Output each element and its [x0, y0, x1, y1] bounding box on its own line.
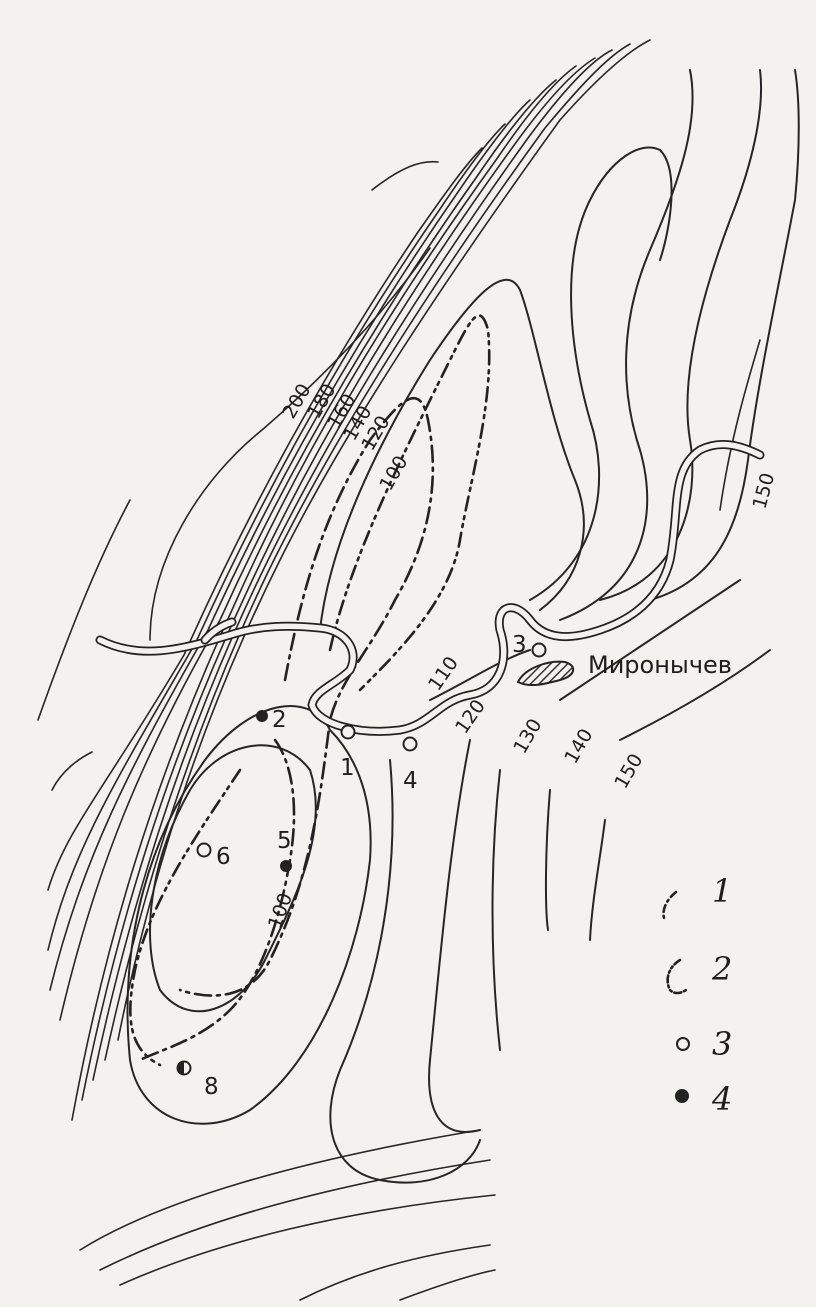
dash-dot-line-icon — [662, 890, 678, 920]
well-marker-open — [340, 724, 356, 740]
well-marker-open — [531, 642, 547, 658]
well-marker-filled — [280, 860, 292, 872]
contour-line — [559, 579, 741, 701]
contour-line — [71, 65, 577, 1121]
contour-line — [104, 43, 631, 1061]
well-label: 8 — [204, 1074, 219, 1100]
contour-line — [149, 247, 431, 641]
legend-number: 2 — [711, 950, 732, 988]
contour-line — [371, 160, 439, 191]
contour-line — [81, 57, 596, 1101]
contour-line — [491, 769, 501, 1051]
contour-line — [649, 69, 800, 601]
well-label: 3 — [512, 632, 527, 658]
settlement-hatch — [516, 660, 575, 687]
boundary-type-1 — [178, 396, 435, 997]
dash-double-dot-line-icon — [666, 958, 688, 995]
legend-number: 4 — [711, 1080, 732, 1118]
boundary-lines — [129, 314, 491, 1067]
contour-line — [544, 789, 551, 931]
well-marker-half-fill — [177, 1061, 184, 1075]
contour-line — [589, 819, 606, 941]
contour-line — [59, 79, 557, 1021]
contour-label: 100 — [375, 452, 412, 494]
river-fill — [97, 441, 763, 735]
contour-line — [37, 499, 131, 721]
boundary-type-2 — [129, 768, 242, 1067]
well-marker-open — [196, 842, 212, 858]
northern-anticline-contours — [319, 69, 800, 631]
contour-line — [99, 1159, 491, 1271]
well-label: 6 — [216, 844, 231, 870]
legend-number: 1 — [712, 872, 732, 910]
contour-line — [79, 1129, 481, 1251]
southern-base-contours — [79, 1129, 496, 1301]
contour-line — [47, 123, 506, 951]
legend-number: 3 — [712, 1025, 732, 1063]
contour-label: 150 — [610, 750, 647, 792]
well-label: 2 — [272, 707, 287, 733]
settlement-label: Миронычев — [588, 651, 732, 679]
river — [95, 440, 765, 736]
well-marker-open — [402, 736, 418, 752]
contour-line — [329, 759, 481, 1184]
contour-line — [126, 705, 372, 1125]
contour-line — [719, 339, 761, 511]
contour-line — [529, 146, 673, 601]
open-circle-icon — [676, 1037, 690, 1051]
contour-line — [92, 49, 613, 1081]
filled-circle-icon — [675, 1089, 689, 1103]
contour-line — [299, 1244, 491, 1301]
contour-label-east: 150 — [749, 471, 780, 512]
contour-line — [429, 649, 531, 701]
contour-line — [319, 278, 585, 631]
southern-contours — [126, 579, 771, 1184]
contour-line — [119, 1194, 496, 1286]
well-label: 5 — [277, 828, 292, 854]
well-label: 4 — [403, 768, 418, 794]
contour-label: 130 — [509, 715, 546, 757]
legend: 1 2 3 4 — [662, 872, 732, 1118]
wells: 1 2 3 4 5 6 8 — [176, 632, 547, 1100]
contour-line — [47, 147, 483, 891]
well-marker-filled — [256, 710, 268, 722]
contour-line — [619, 649, 771, 741]
contour-line — [399, 1269, 496, 1301]
contour-line — [117, 39, 651, 1041]
contour-line — [428, 739, 481, 1133]
contour-line — [51, 751, 93, 791]
western-limb-contours — [37, 39, 651, 1121]
river-tributary-fill — [202, 619, 235, 643]
contour-label: 140 — [560, 725, 597, 767]
contour-label: 110 — [424, 653, 463, 695]
well-label: 1 — [340, 755, 355, 781]
boundary-type-1 — [138, 738, 296, 1062]
contour-label-anticline: 100 — [264, 890, 297, 932]
contour-line — [559, 69, 694, 621]
contour-line — [599, 69, 763, 601]
contour-line — [49, 99, 531, 991]
